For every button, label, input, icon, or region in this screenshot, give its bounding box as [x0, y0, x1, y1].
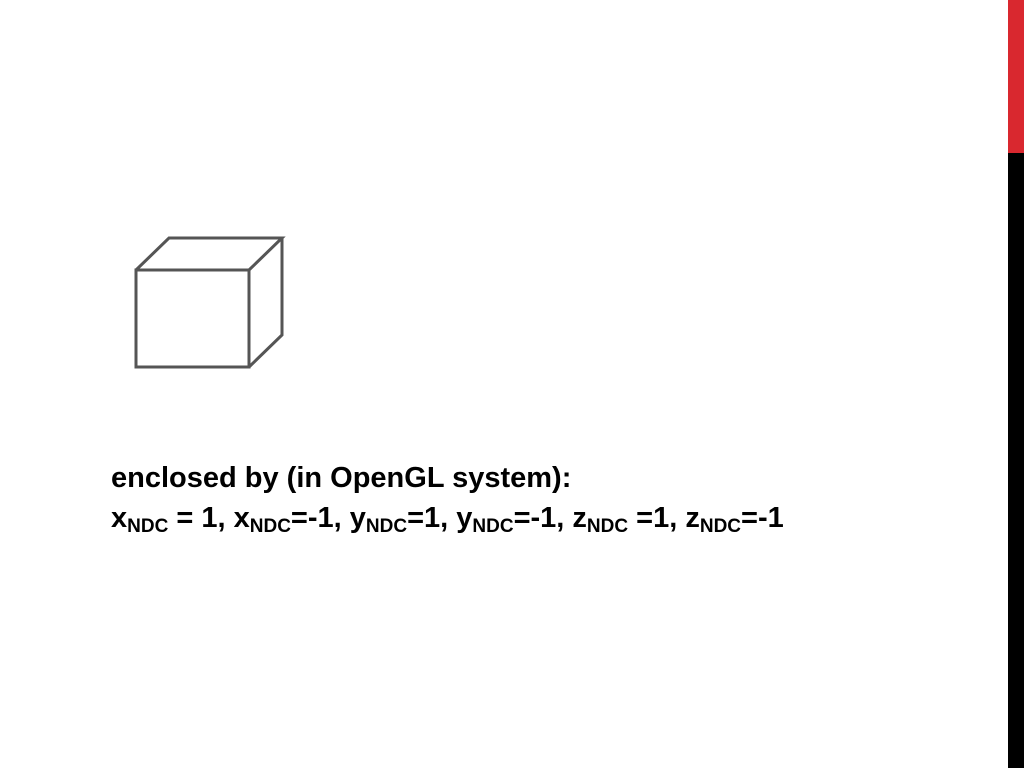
- eq-subscript: NDC: [699, 516, 742, 537]
- eq-subscript: NDC: [365, 516, 408, 537]
- eq-value: = 1,: [168, 502, 234, 534]
- eq-subscript: NDC: [586, 516, 629, 537]
- eq-term: zNDC=-1: [685, 502, 784, 537]
- eq-var: x: [233, 502, 250, 534]
- cube-top-face: [134, 236, 286, 272]
- eq-subscript: NDC: [249, 516, 291, 537]
- eq-var: y: [349, 502, 366, 534]
- slide-edge-bar: [1008, 0, 1024, 768]
- cube-icon: [134, 236, 286, 369]
- eq-term: yNDC=-1,: [456, 502, 573, 537]
- eq-var: z: [685, 502, 700, 534]
- cube-side-face: [247, 238, 284, 369]
- cube-front-face: [134, 268, 251, 369]
- eq-var: y: [456, 502, 473, 534]
- eq-value: =1,: [628, 502, 686, 534]
- eq-term: xNDC = 1,: [111, 502, 234, 537]
- slide-accent-bar: [1008, 0, 1024, 153]
- ndc-equation-line: xNDC = 1, xNDC=-1, yNDC=1, yNDC=-1, zNDC…: [111, 498, 784, 538]
- eq-value: =-1,: [290, 502, 350, 534]
- eq-term: yNDC=1,: [349, 502, 457, 537]
- eq-term: zNDC =1,: [572, 502, 686, 537]
- eq-var: z: [572, 502, 587, 534]
- eq-subscript: NDC: [472, 516, 514, 537]
- eq-value: =-1,: [513, 502, 573, 534]
- eq-term: xNDC=-1,: [233, 502, 350, 537]
- enclosed-by-line: enclosed by (in OpenGL system):: [111, 462, 572, 494]
- ndc-bounds-text: enclosed by (in OpenGL system): xNDC = 1…: [111, 458, 784, 538]
- eq-subscript: NDC: [127, 516, 169, 537]
- eq-value: =-1: [741, 502, 784, 534]
- eq-value: =1,: [407, 502, 457, 534]
- eq-var: x: [111, 502, 128, 534]
